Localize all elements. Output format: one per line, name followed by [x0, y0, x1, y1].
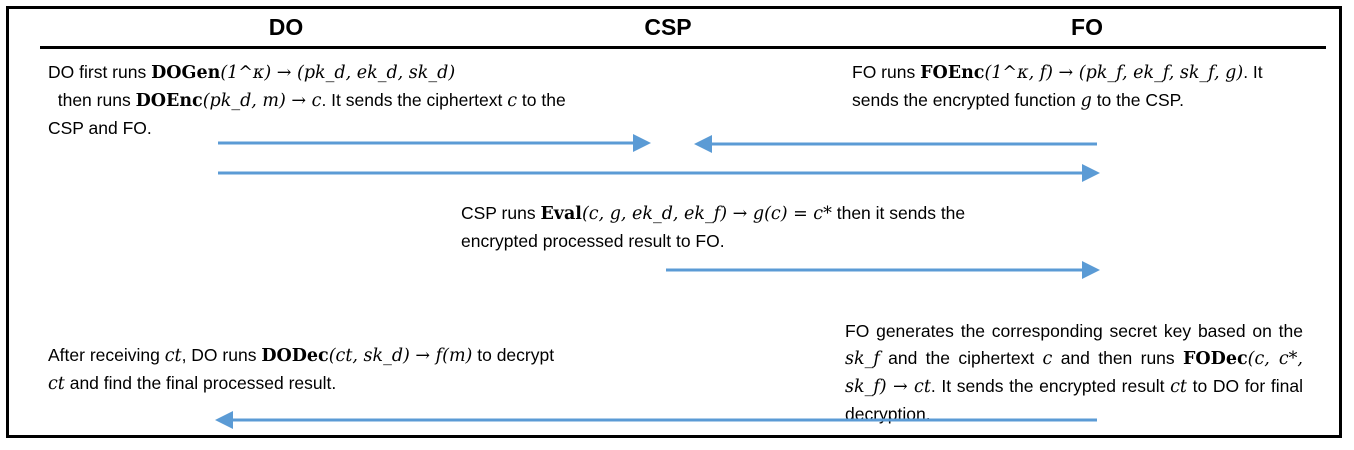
fn-dogen: DOGen — [151, 63, 221, 83]
fn-dodec: DODec — [261, 346, 329, 366]
step-do-dec: After receiving ct, DO runs DODec(ct, sk… — [48, 345, 555, 394]
fn-foenc: FOEnc — [920, 63, 985, 83]
fn-doenc: DOEnc — [135, 91, 203, 111]
expr-dogen: (1^κ) → (pk_d, ek_d, sk_d) — [220, 63, 456, 83]
header-do: DO — [268, 14, 304, 40]
fn-eval: Eval — [540, 204, 582, 224]
expr-foenc: (1^κ, f) → (pk_f, ek_f, sk_f, g) — [984, 63, 1244, 83]
expr-fodec: (c, c*, sk_f) → ct — [845, 349, 1303, 397]
fn-fodec: FODec — [1183, 349, 1248, 369]
header-csp: CSP — [644, 14, 692, 40]
header-rule — [40, 46, 1326, 49]
expr-doenc: (pk_d, m) → c — [202, 91, 322, 111]
expr-eval: (c, g, ek_d, ek_f) → g(c) = c* — [581, 204, 832, 224]
expr-dodec: (ct, sk_d) → f(m) — [328, 346, 473, 366]
diagram-frame — [6, 6, 1342, 438]
step-fo-dec: FO generates the corresponding secret ke… — [845, 321, 1303, 424]
step-csp-eval: CSP runs Eval(c, g, ek_d, ek_f) → g(c) =… — [461, 203, 966, 251]
step-do-gen: DO first runs DOGen(1^κ) → (pk_d, ek_d, … — [48, 62, 566, 138]
header-fo: FO — [1071, 14, 1103, 40]
step-fo-enc: FO runs FOEnc(1^κ, f) → (pk_f, ek_f, sk_… — [852, 62, 1263, 111]
